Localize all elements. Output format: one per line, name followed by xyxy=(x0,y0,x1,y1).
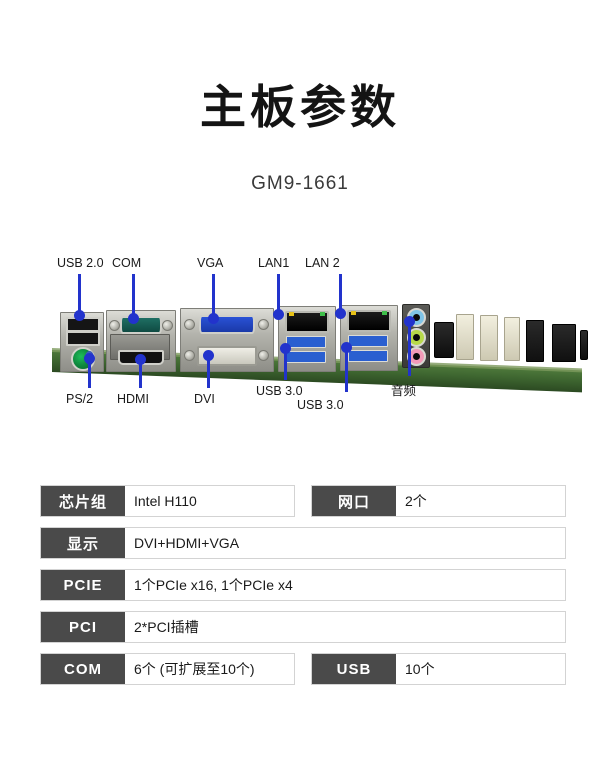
spec-cell-pci: PCI 2*PCI插槽 xyxy=(40,611,566,643)
leader-line-lan2 xyxy=(339,274,342,313)
table-row: COM 6个 (可扩展至10个) USB 10个 xyxy=(40,653,566,685)
pcie-slot-1 xyxy=(526,320,544,362)
board-component xyxy=(580,330,588,360)
spec-key-lan: 网口 xyxy=(312,486,396,516)
leader-dot-usb30a xyxy=(280,343,291,354)
lan1-rj45-port xyxy=(285,311,329,333)
callout-label-vga: VGA xyxy=(197,256,224,270)
leader-line-hdmi xyxy=(139,361,142,388)
model-number: GM9-1661 xyxy=(251,173,349,194)
spec-value-com: 6个 (可扩展至10个) xyxy=(134,661,255,677)
leader-dot-com xyxy=(128,313,139,324)
com-serial-port xyxy=(120,316,162,334)
bracket-screw xyxy=(258,350,269,361)
audio-line-out-jack xyxy=(407,328,426,347)
leader-line-audio xyxy=(408,324,411,376)
spec-value-usb: 10个 xyxy=(405,661,435,677)
leader-line-lan1 xyxy=(277,274,280,314)
leader-dot-audio xyxy=(404,316,415,327)
table-row: 显示 DVI+HDMI+VGA xyxy=(40,527,566,559)
spec-value-chipset: Intel H110 xyxy=(134,493,197,509)
leader-line-com xyxy=(132,274,135,318)
leader-dot-usb30b xyxy=(341,342,352,353)
pci-slot-3 xyxy=(504,317,520,361)
spec-key-pci: PCI xyxy=(41,612,125,642)
callout-label-com: COM xyxy=(112,256,142,270)
leader-line-vga xyxy=(212,274,215,318)
callout-label-usb20: USB 2.0 xyxy=(57,256,104,270)
leader-line-usb20 xyxy=(78,274,81,314)
bracket-screw xyxy=(258,319,269,330)
spec-cell-chipset: 芯片组 Intel H110 xyxy=(40,485,295,517)
spec-cell-pcie: PCIE 1个PCIe x16, 1个PCIe x4 xyxy=(40,569,566,601)
callout-label-lan2: LAN 2 xyxy=(305,256,340,270)
spec-cell-com: COM 6个 (可扩展至10个) xyxy=(40,653,295,685)
spec-value-lan: 2个 xyxy=(405,493,427,509)
spec-key-usb: USB xyxy=(312,654,396,684)
callout-label-hdmi: HDMI xyxy=(117,392,149,406)
usb30-port-4 xyxy=(348,350,388,362)
spec-value-pcie: 1个PCIe x16, 1个PCIe x4 xyxy=(134,577,293,593)
table-row: PCI 2*PCI插槽 xyxy=(40,611,566,643)
callout-label-usb30a: USB 3.0 xyxy=(256,384,303,398)
pcie-slot-2 xyxy=(552,324,576,362)
leader-dot-dvi xyxy=(203,350,214,361)
spec-cell-usb: USB 10个 xyxy=(311,653,566,685)
callout-label-usb30b: USB 3.0 xyxy=(297,398,344,412)
usb30-port-3 xyxy=(348,335,388,347)
usb30-port-1 xyxy=(286,336,326,348)
callout-label-audio: 音频 xyxy=(391,384,417,398)
leader-line-usb30a xyxy=(284,350,287,380)
bracket-screw xyxy=(184,319,195,330)
bracket-screw xyxy=(162,320,173,331)
usb20-port-lower xyxy=(66,331,100,346)
usb30-port-2 xyxy=(286,351,326,363)
board-component xyxy=(434,322,454,358)
callout-label-ps2: PS/2 xyxy=(66,392,94,406)
page-title: 主板参数 xyxy=(200,81,400,133)
spec-table: 芯片组 Intel H110 网口 2个 显示 DVI+HDMI+VGA PCI… xyxy=(40,485,566,695)
leader-line-dvi xyxy=(207,358,210,388)
spec-cell-display: 显示 DVI+HDMI+VGA xyxy=(40,527,566,559)
lan-led-green xyxy=(382,311,387,315)
spec-key-display: 显示 xyxy=(41,528,125,558)
spec-cell-lan: 网口 2个 xyxy=(311,485,566,517)
table-row: 芯片组 Intel H110 网口 2个 xyxy=(40,485,566,517)
leader-dot-usb20 xyxy=(74,310,85,321)
leader-dot-hdmi xyxy=(135,354,146,365)
leader-dot-lan1 xyxy=(273,309,284,320)
lan-led-amber xyxy=(289,312,294,316)
leader-line-ps2 xyxy=(88,360,91,388)
leader-dot-ps2 xyxy=(84,353,95,364)
spec-key-pcie: PCIE xyxy=(41,570,125,600)
leader-dot-vga xyxy=(208,313,219,324)
spec-key-chipset: 芯片组 xyxy=(41,486,125,516)
lan-led-amber xyxy=(351,311,356,315)
spec-key-com: COM xyxy=(41,654,125,684)
pci-slot-1 xyxy=(456,314,474,360)
rear-io-diagram: USB 2.0 COM VGA LAN1 LAN 2 PS/2 HDMI DVI… xyxy=(0,248,600,448)
table-row: PCIE 1个PCIe x16, 1个PCIe x4 xyxy=(40,569,566,601)
pci-slot-2 xyxy=(480,315,498,361)
lan2-rj45-port xyxy=(347,310,391,332)
callout-label-lan1: LAN1 xyxy=(258,256,290,270)
spec-value-pci: 2*PCI插槽 xyxy=(134,619,199,635)
bracket-screw xyxy=(184,350,195,361)
leader-line-usb30b xyxy=(345,349,348,392)
callout-label-dvi: DVI xyxy=(194,392,215,406)
leader-dot-lan2 xyxy=(335,308,346,319)
lan-led-green xyxy=(320,312,325,316)
bracket-screw xyxy=(109,320,120,331)
spec-value-display: DVI+HDMI+VGA xyxy=(134,535,240,551)
